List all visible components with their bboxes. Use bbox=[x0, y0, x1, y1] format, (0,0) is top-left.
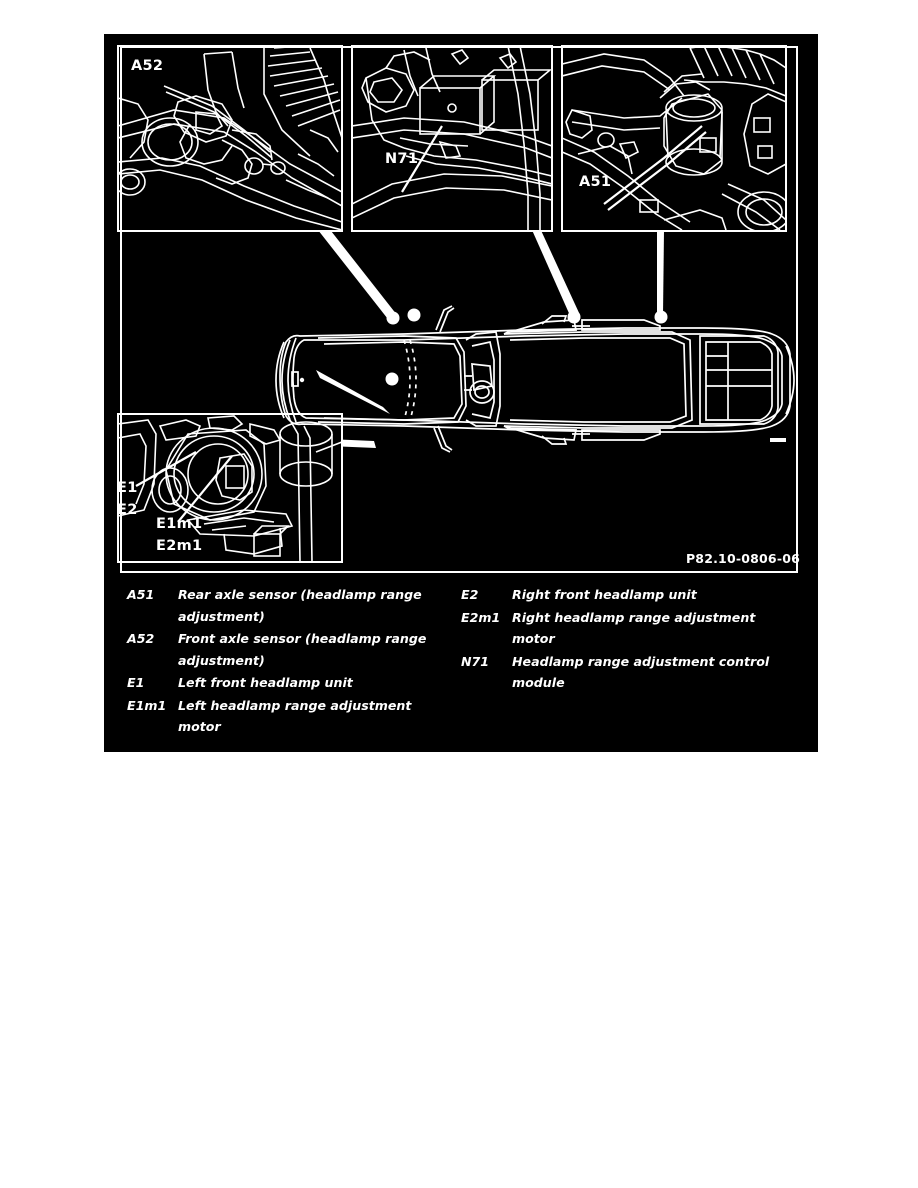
panel-code-e1m1: E1m1 bbox=[156, 516, 203, 532]
legend-description: Left headlamp range adjustment motor bbox=[178, 697, 412, 735]
legend-code: N71 bbox=[461, 653, 490, 669]
leader-lines bbox=[305, 222, 664, 448]
panel-code-n71: N71 bbox=[385, 151, 419, 167]
legend-item: E1m1 Left headlamp range adjustment moto… bbox=[127, 695, 460, 738]
a51-panel-art bbox=[561, 45, 787, 232]
figure-plate: A52 N71 A51 E1 E2 E1m1 E2m1 P82.10-0806-… bbox=[104, 34, 818, 752]
legend-code: A52 bbox=[127, 631, 155, 646]
figure-reference-number: P82.10-0806-06 bbox=[685, 551, 800, 566]
headlamp-panel-art bbox=[117, 413, 343, 563]
legend-code: E1m1 bbox=[127, 697, 167, 713]
legend-item: E2 Right front headlamp unit bbox=[461, 584, 818, 606]
legend-description: Headlamp range adjustment control module bbox=[512, 653, 770, 691]
panel-code-a51: A51 bbox=[579, 174, 612, 190]
legend-item: E2m1 Right headlamp range adjustment mot… bbox=[461, 607, 818, 650]
n71-panel-art bbox=[351, 45, 553, 232]
illustration-canvas bbox=[104, 34, 818, 574]
panel-code-e2: E2 bbox=[117, 502, 138, 518]
legend-column-right: E2 Right front headlamp unit E2m1 Right … bbox=[460, 584, 818, 752]
legend-column-left: A51 Rear axle sensor (headlamp range adj… bbox=[104, 584, 460, 752]
legend-code: E2 bbox=[461, 587, 479, 602]
legend-code: E1 bbox=[127, 675, 145, 690]
panel-code-e2m1: E2m1 bbox=[156, 538, 203, 554]
legend-code: A51 bbox=[127, 587, 155, 602]
legend-item: E1 Left front headlamp unit bbox=[127, 672, 460, 694]
a52-panel-art bbox=[117, 45, 343, 232]
legend-description: Left front headlamp unit bbox=[178, 675, 353, 690]
legend-description: Front axle sensor (headlamp range adjust… bbox=[178, 631, 427, 668]
legend-code: E2m1 bbox=[461, 609, 501, 625]
legend: A51 Rear axle sensor (headlamp range adj… bbox=[104, 584, 818, 752]
panel-code-a52: A52 bbox=[131, 58, 164, 74]
legend-item: A52 Front axle sensor (headlamp range ad… bbox=[127, 628, 460, 671]
component-dots bbox=[385, 308, 668, 386]
legend-description: Rear axle sensor (headlamp range adjustm… bbox=[178, 587, 422, 624]
legend-description: Right headlamp range adjustment motor bbox=[512, 609, 756, 647]
legend-description: Right front headlamp unit bbox=[512, 587, 697, 602]
legend-item: A51 Rear axle sensor (headlamp range adj… bbox=[127, 584, 460, 627]
panel-code-e1: E1 bbox=[117, 480, 138, 496]
legend-item: N71 Headlamp range adjustment control mo… bbox=[461, 651, 818, 694]
car-top-view bbox=[275, 305, 795, 453]
